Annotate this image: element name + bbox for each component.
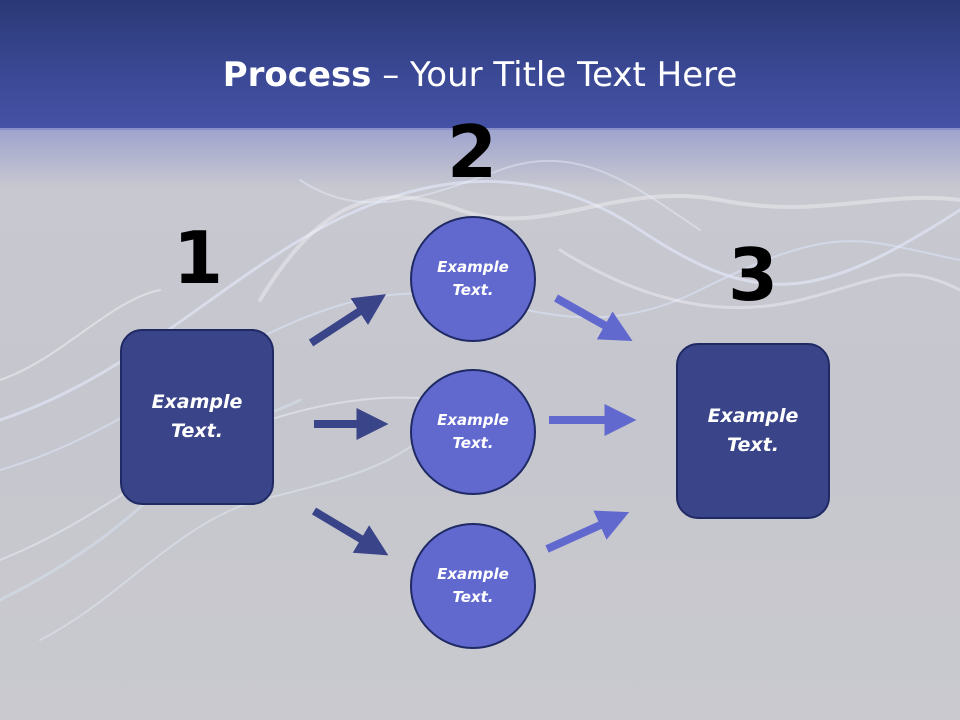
step-2-item-3-label: Example Text.: [437, 565, 509, 606]
banner-fade: [0, 128, 960, 188]
step-2-item-1-label: Example Text.: [437, 258, 509, 299]
page-title: Process – Your Title Text Here: [0, 52, 960, 98]
step-2-circle-bottom: Example Text.: [410, 523, 536, 649]
step-2-circle-middle: Example Text.: [410, 369, 536, 495]
step-1-label: Example Text.: [151, 391, 243, 442]
step-3-box: Example Text.: [676, 343, 830, 519]
title-rest: – Your Title Text Here: [371, 55, 738, 95]
step-1-box: Example Text.: [120, 329, 274, 505]
step-number-1: 1: [172, 216, 224, 300]
title-bold: Process: [222, 55, 372, 95]
step-2-item-2-label: Example Text.: [437, 411, 509, 452]
step-number-3: 3: [727, 233, 779, 317]
step-2-circle-top: Example Text.: [410, 216, 536, 342]
step-number-2: 2: [446, 110, 498, 194]
title-banner: [0, 0, 960, 130]
step-3-label: Example Text.: [707, 405, 799, 456]
